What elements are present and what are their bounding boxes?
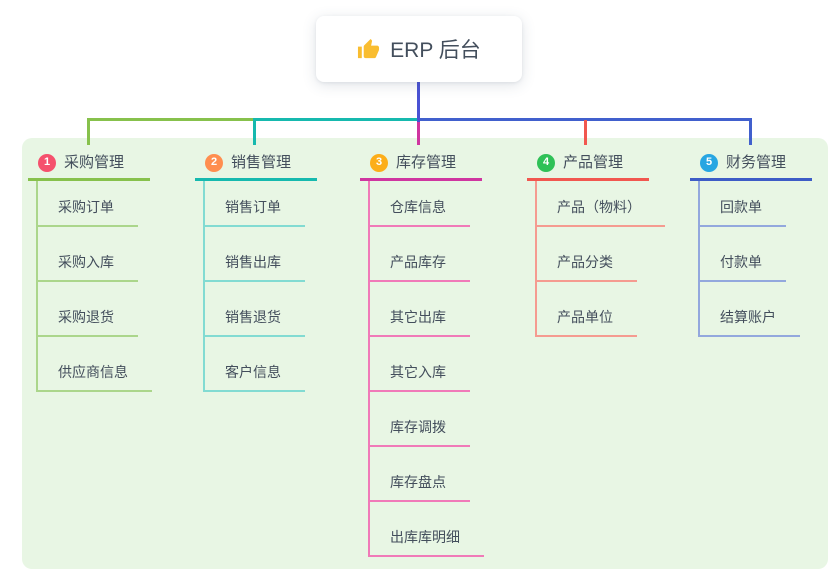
child-node[interactable]: 采购退货: [38, 282, 138, 337]
connector-drop-finance: [749, 118, 752, 145]
child-node[interactable]: 库存调拨: [370, 392, 470, 447]
root-label: ERP 后台: [390, 39, 481, 62]
child-node[interactable]: 产品（物料）: [537, 181, 665, 227]
branch-title-sales[interactable]: 2 销售管理: [195, 150, 318, 181]
branch-sales: 2 销售管理 销售订单 销售出库 销售退货 客户信息: [195, 150, 318, 392]
branch-children: 产品（物料） 产品分类 产品单位: [535, 181, 665, 337]
child-node[interactable]: 产品库存: [370, 227, 470, 282]
child-node[interactable]: 客户信息: [205, 337, 305, 392]
branch-title-label: 库存管理: [396, 154, 457, 171]
child-node[interactable]: 其它出库: [370, 282, 470, 337]
connector-drop-purchase: [87, 118, 90, 145]
child-node[interactable]: 出库库明细: [370, 502, 484, 557]
branch-children: 采购订单 采购入库 采购退货 供应商信息: [36, 181, 152, 392]
child-node[interactable]: 采购入库: [38, 227, 138, 282]
child-node[interactable]: 结算账户: [700, 282, 800, 337]
branch-title-label: 销售管理: [231, 154, 292, 171]
child-node[interactable]: 销售退货: [205, 282, 305, 337]
branch-product: 4 产品管理 产品（物料） 产品分类 产品单位: [527, 150, 665, 337]
child-node[interactable]: 销售订单: [205, 181, 305, 227]
branch-children: 仓库信息 产品库存 其它出库 其它入库 库存调拨 库存盘点 出库库明细: [368, 181, 484, 557]
connector-root: [417, 82, 420, 122]
branch-children: 回款单 付款单 结算账户: [698, 181, 800, 337]
connector-bus-blue: [418, 118, 752, 121]
child-node[interactable]: 其它入库: [370, 337, 470, 392]
branch-number-badge: 2: [205, 153, 223, 172]
child-node[interactable]: 销售出库: [205, 227, 305, 282]
branch-title-purchase[interactable]: 1 采购管理: [28, 150, 151, 181]
root-node[interactable]: ERP 后台: [316, 16, 522, 82]
connector-drop-inventory: [417, 120, 420, 145]
child-node[interactable]: 产品分类: [537, 227, 637, 282]
branch-children: 销售订单 销售出库 销售退货 客户信息: [203, 181, 305, 392]
branch-title-product[interactable]: 4 产品管理: [527, 150, 650, 181]
child-node[interactable]: 供应商信息: [38, 337, 152, 392]
branch-title-label: 采购管理: [64, 154, 125, 171]
branch-inventory: 3 库存管理 仓库信息 产品库存 其它出库 其它入库 库存调拨 库存盘点 出库库…: [360, 150, 484, 557]
branch-number-badge: 3: [370, 153, 388, 172]
branch-title-label: 财务管理: [726, 154, 787, 171]
branch-finance: 5 财务管理 回款单 付款单 结算账户: [690, 150, 813, 337]
thumbs-up-icon: [357, 38, 380, 61]
child-node[interactable]: 采购订单: [38, 181, 138, 227]
connector-bus-teal: [253, 118, 418, 121]
child-node[interactable]: 付款单: [700, 227, 786, 282]
branch-number-badge: 4: [537, 153, 555, 172]
branch-number-badge: 5: [700, 153, 718, 172]
child-node[interactable]: 库存盘点: [370, 447, 470, 502]
branch-title-inventory[interactable]: 3 库存管理: [360, 150, 483, 181]
child-node[interactable]: 仓库信息: [370, 181, 470, 227]
branch-title-finance[interactable]: 5 财务管理: [690, 150, 813, 181]
branch-purchase: 1 采购管理 采购订单 采购入库 采购退货 供应商信息: [28, 150, 152, 392]
connector-bus-green: [87, 118, 253, 121]
branch-number-badge: 1: [38, 153, 56, 172]
child-node[interactable]: 产品单位: [537, 282, 637, 337]
child-node[interactable]: 回款单: [700, 181, 786, 227]
connector-drop-sales: [253, 118, 256, 145]
connector-drop-product: [584, 120, 587, 145]
branch-title-label: 产品管理: [563, 154, 624, 171]
branches-panel: [22, 138, 828, 569]
